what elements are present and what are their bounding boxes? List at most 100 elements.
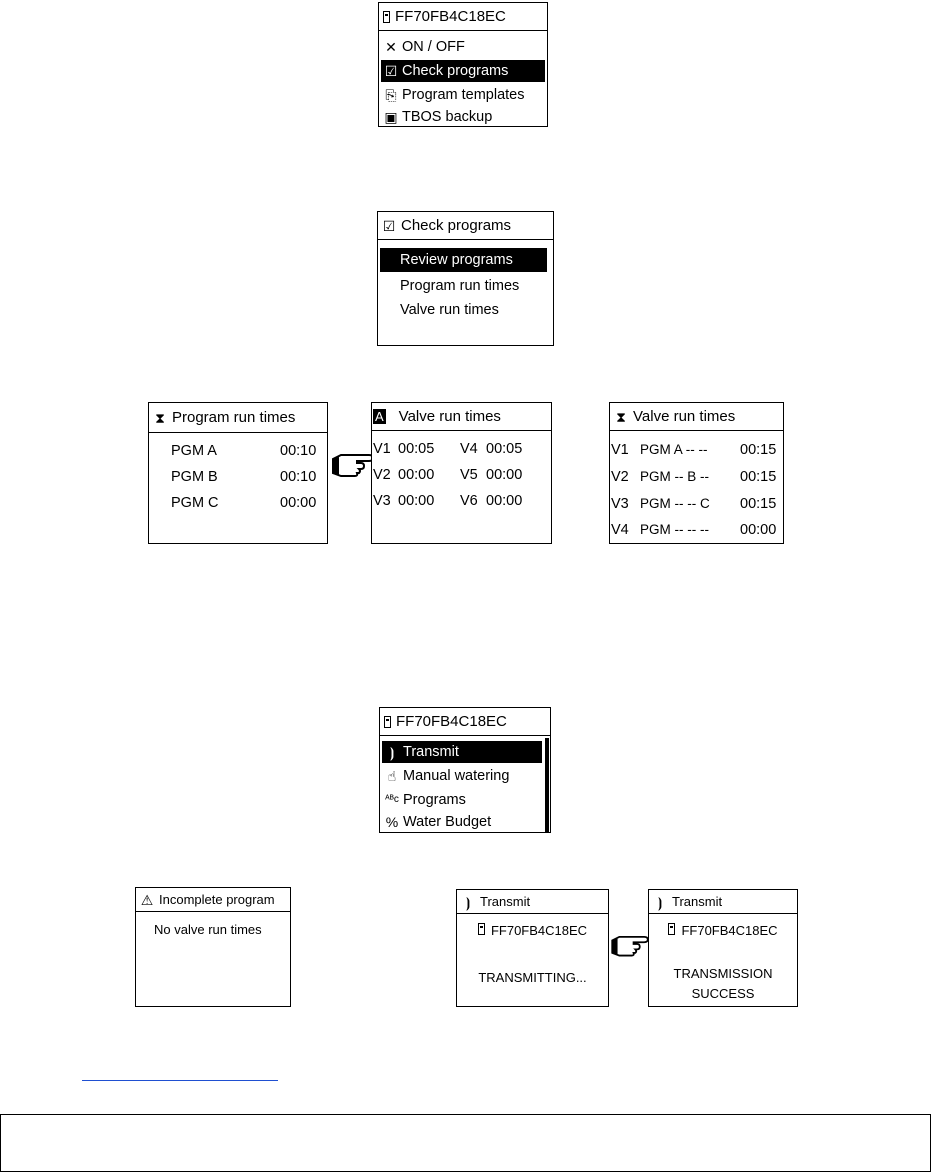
screen-title: Check programs xyxy=(401,217,512,234)
valve-time: 00:05 xyxy=(486,441,523,457)
valve-label: V6 xyxy=(460,493,478,509)
menu-item-manual-watering[interactable]: ☝ Manual watering xyxy=(382,765,542,787)
menu-item-label: Program templates xyxy=(402,87,525,103)
transmit-header: ⦘ Transmit xyxy=(649,890,797,914)
menu-item-label: Water Budget xyxy=(403,814,492,830)
save-icon: ▣ xyxy=(384,109,398,125)
remote-icon xyxy=(383,10,390,23)
menu-item-valve-run-times[interactable]: Valve run times xyxy=(380,298,551,322)
main-menu-header: FF70FB4C18EC xyxy=(379,3,547,31)
transmit-icon: ⦘ xyxy=(465,893,471,910)
screen-title: Valve run times xyxy=(398,408,501,425)
transmitting-screen: ⦘ Transmit FF70FB4C18EC TRANSMITTING... xyxy=(456,889,609,1007)
remote-icon xyxy=(668,923,676,935)
device-title: FF70FB4C18EC xyxy=(395,8,506,25)
hourglass-icon: ⧗ xyxy=(616,408,626,425)
valve-label: V5 xyxy=(460,467,478,483)
checkbox-icon: ☑ xyxy=(382,217,396,234)
remote-icon xyxy=(477,923,485,935)
menu-item-program-templates[interactable]: ⎘ Program templates xyxy=(381,84,545,106)
menu-item-label: Check programs xyxy=(402,63,509,79)
transmit-icon: ⦘ xyxy=(657,893,663,910)
scrollbar[interactable] xyxy=(545,738,549,832)
valve-run-times-detail-screen: ⧗ Valve run times V1 PGM A -- -- 00:15 V… xyxy=(609,402,784,544)
device-id: FF70FB4C18EC xyxy=(681,923,778,938)
program-time: 00:10 xyxy=(280,469,317,485)
valve-run-times-header: A Valve run times xyxy=(372,403,551,431)
device-line: FF70FB4C18EC xyxy=(649,923,797,938)
screen-title: Valve run times xyxy=(633,408,736,425)
transmit-icon: ⦘ xyxy=(389,744,395,760)
hyperlink-underline[interactable] xyxy=(82,1080,278,1081)
valve-label: V1 xyxy=(611,442,629,458)
menu-item-programs[interactable]: ᴬᴮc Programs xyxy=(382,789,542,811)
menu-item-program-run-times[interactable]: Program run times xyxy=(380,274,551,298)
device-title: FF70FB4C18EC xyxy=(396,713,507,730)
valve-programs: PGM -- -- C xyxy=(640,496,710,511)
menu-item-water-budget[interactable]: % Water Budget xyxy=(382,812,542,832)
menu-item-tbos-backup[interactable]: ▣ TBOS backup xyxy=(381,107,545,126)
valve-programs: PGM -- B -- xyxy=(640,469,709,484)
screen-title: Transmit xyxy=(480,894,531,909)
menu-item-label: TBOS backup xyxy=(402,109,493,125)
incomplete-program-header: ⚠ Incomplete program xyxy=(136,888,290,912)
program-name: PGM B xyxy=(171,469,218,485)
valve-time: 00:15 xyxy=(740,469,777,485)
hourglass-icon: ⧗ xyxy=(155,409,165,426)
check-programs-header: ☑ Check programs xyxy=(378,212,553,240)
device-line: FF70FB4C18EC xyxy=(457,923,608,938)
program-badge: A xyxy=(373,409,386,424)
status-text-line1: TRANSMISSION xyxy=(673,966,773,981)
status-text-line2: SUCCESS xyxy=(691,986,755,1001)
menu-item-label: Valve run times xyxy=(400,302,499,318)
program-name: PGM A xyxy=(171,443,217,459)
valve-run-times-screen: A Valve run times V1 00:05 V4 00:05 V2 0… xyxy=(371,402,552,544)
screen-title: Incomplete program xyxy=(159,892,275,907)
valve-label: V1 xyxy=(373,441,391,457)
valve-time: 00:15 xyxy=(740,496,777,512)
checkbox-icon: ☑ xyxy=(384,63,398,79)
warning-icon: ⚠ xyxy=(140,891,154,908)
valve-label: V4 xyxy=(460,441,478,457)
device-menu-header: FF70FB4C18EC xyxy=(380,708,550,736)
incomplete-program-screen: ⚠ Incomplete program No valve run times xyxy=(135,887,291,1007)
screen-title: Program run times xyxy=(172,409,296,426)
menu-item-transmit[interactable]: ⦘ Transmit xyxy=(382,741,542,763)
note-box xyxy=(0,1114,931,1172)
menu-item-review-programs[interactable]: Review programs xyxy=(380,248,547,272)
valve-time: 00:00 xyxy=(398,493,435,509)
remote-icon xyxy=(384,715,391,728)
menu-item-label: Manual watering xyxy=(403,768,510,784)
status-text: TRANSMITTING... xyxy=(478,970,587,985)
valve-label: V3 xyxy=(373,493,391,509)
pointing-hand-icon xyxy=(611,936,649,957)
program-time: 00:10 xyxy=(280,443,317,459)
valve-programs: PGM A -- -- xyxy=(640,442,708,457)
programs-icon: ᴬᴮc xyxy=(385,794,399,805)
program-run-times-header: ⧗ Program run times xyxy=(149,403,327,433)
valve-time: 00:15 xyxy=(740,442,777,458)
transmission-success-screen: ⦘ Transmit FF70FB4C18EC TRANSMISSION SUC… xyxy=(648,889,798,1007)
valve-time: 00:00 xyxy=(398,467,435,483)
valve-label: V2 xyxy=(611,469,629,485)
menu-item-check-programs[interactable]: ☑ Check programs xyxy=(381,60,545,82)
valve-time: 00:00 xyxy=(486,467,523,483)
menu-item-on-off[interactable]: ✕ ON / OFF xyxy=(381,36,545,58)
percent-icon: % xyxy=(385,814,399,830)
transmit-header: ⦘ Transmit xyxy=(457,890,608,914)
program-run-times-screen: ⧗ Program run times PGM A 00:10 PGM B 00… xyxy=(148,402,328,544)
program-time: 00:00 xyxy=(280,495,317,511)
menu-item-label: Review programs xyxy=(400,252,513,268)
valve-programs: PGM -- -- -- xyxy=(640,522,709,537)
valve-time: 00:00 xyxy=(740,522,777,538)
menu-item-label: Transmit xyxy=(403,744,459,760)
pointing-hand-icon xyxy=(332,454,375,477)
message-text: No valve run times xyxy=(154,922,262,937)
program-name: PGM C xyxy=(171,495,219,511)
valve-time: 00:00 xyxy=(486,493,523,509)
menu-item-label: Program run times xyxy=(400,278,520,294)
hand-icon: ☝ xyxy=(387,768,397,784)
valve-label: V3 xyxy=(611,496,629,512)
menu-item-label: ON / OFF xyxy=(402,39,465,55)
screen-title: Transmit xyxy=(672,894,723,909)
